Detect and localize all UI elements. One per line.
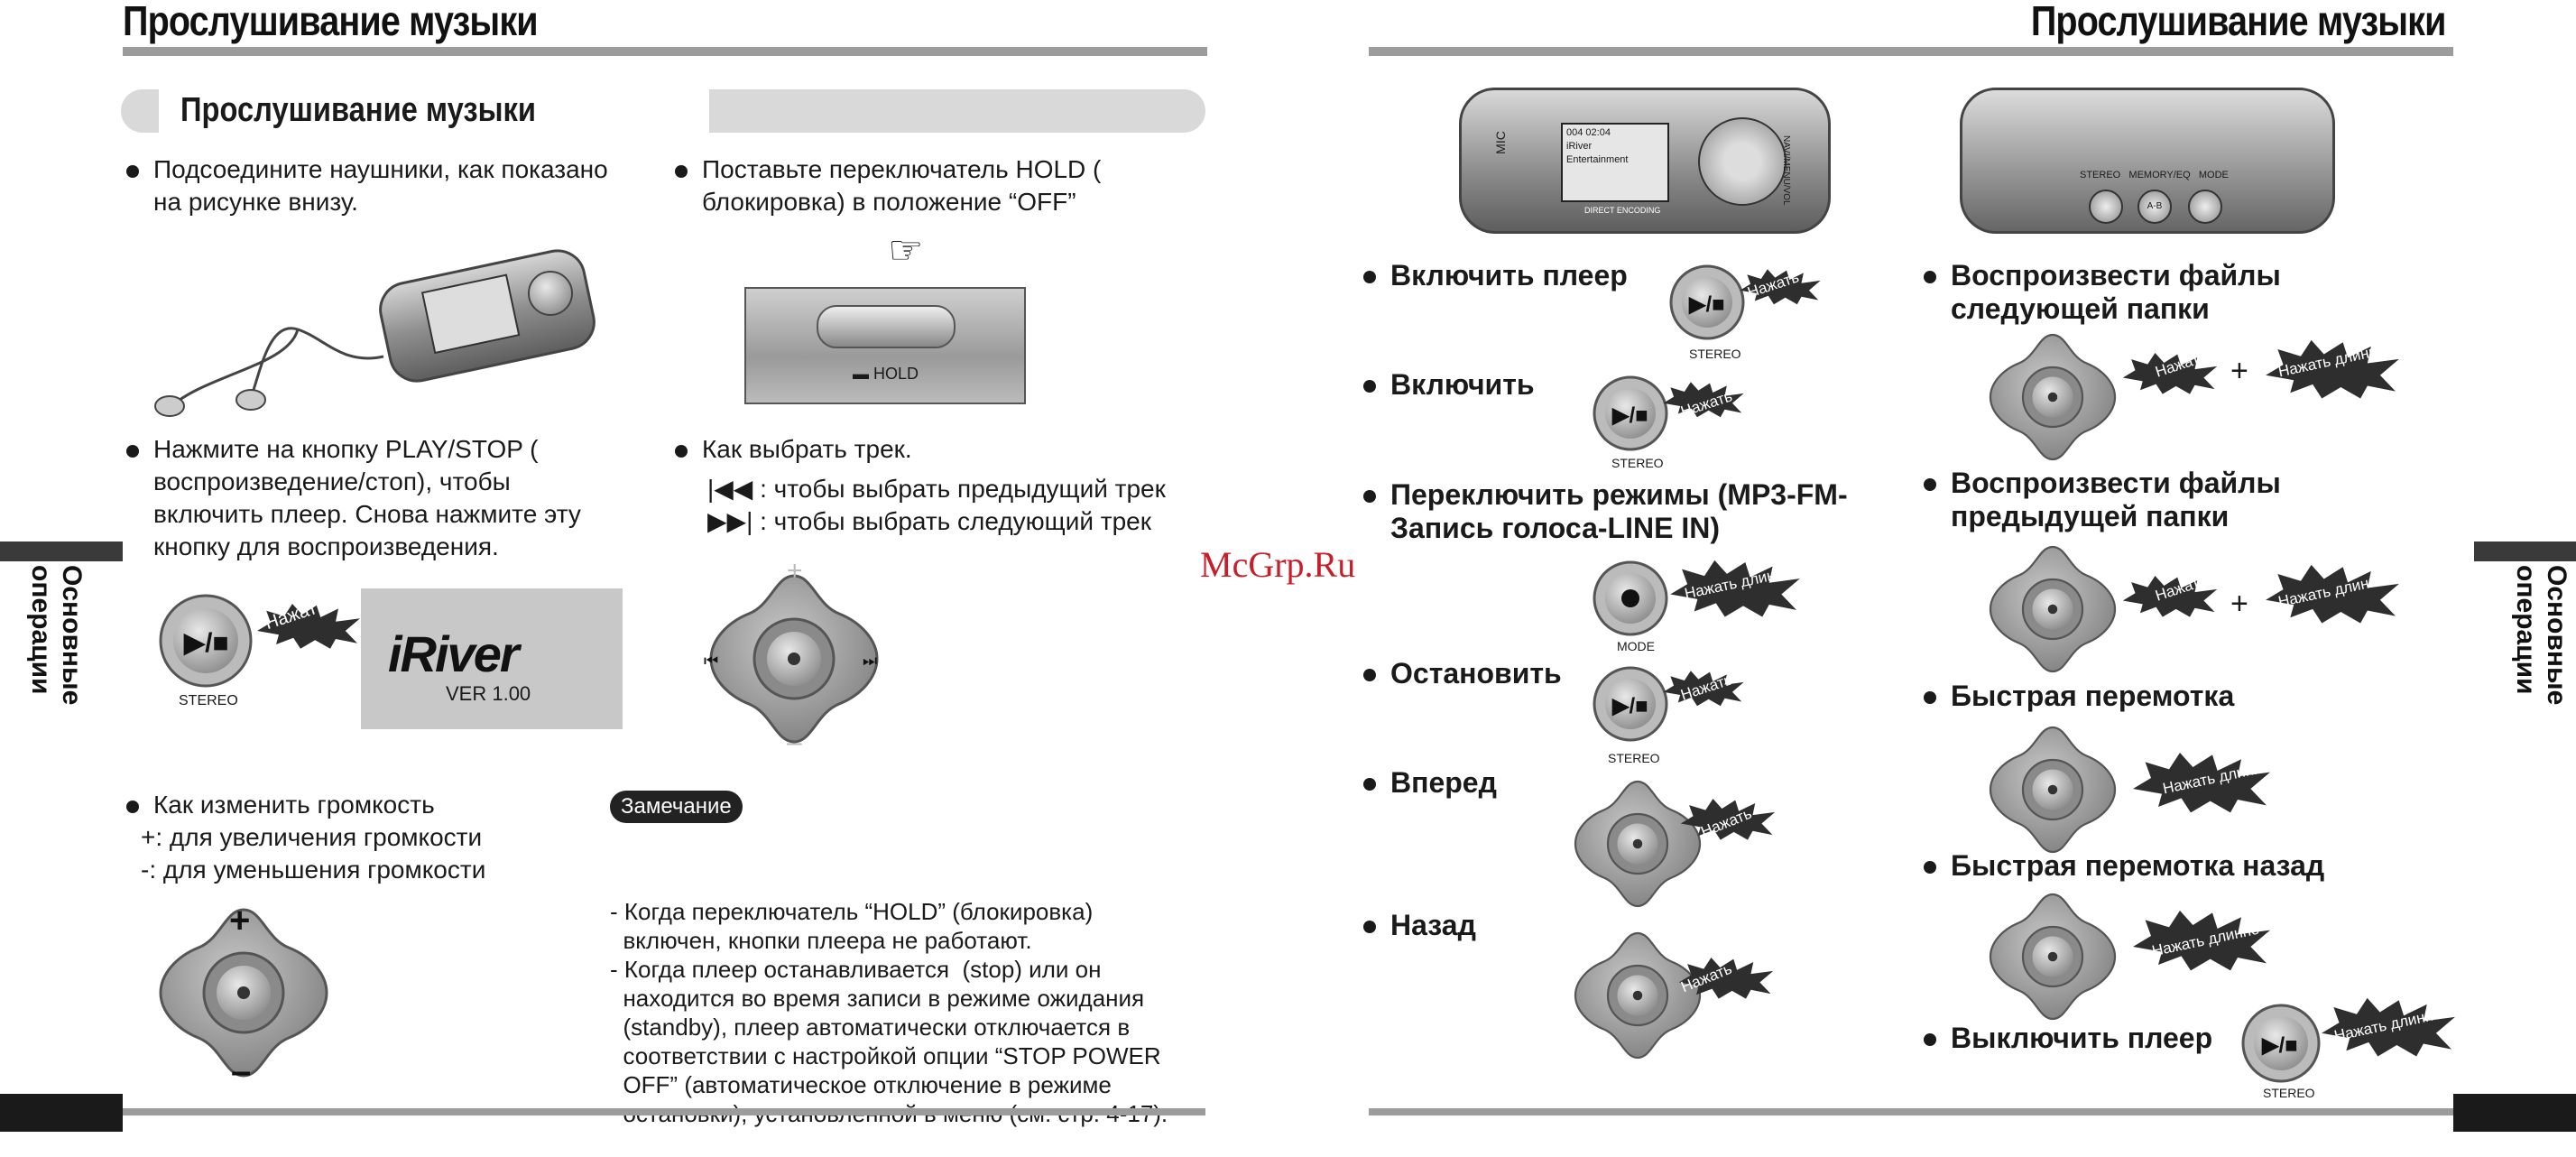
svg-text:▶/■: ▶/■	[1611, 403, 1648, 428]
hold-switch-panel: ▬ HOLD	[744, 287, 1026, 404]
step-volume: Как изменить громкость	[126, 789, 435, 821]
right-side-tab-bar	[2474, 541, 2576, 561]
section-title: Прослушивание музыки	[180, 91, 537, 129]
action-fast-forward: Быстрая перемотка	[1923, 680, 2235, 712]
svg-text:–: –	[787, 727, 802, 757]
volume-up: +: для увеличения громкости	[141, 823, 483, 851]
nav-wheel[interactable]	[1698, 117, 1787, 206]
iriver-logo: iRiver	[388, 625, 520, 682]
plus-sign: +	[2230, 587, 2248, 621]
nav-label: NAVI/MENU/VOL	[1781, 135, 1791, 206]
action-forward: Вперед	[1363, 766, 1497, 799]
forward-pad-illustration	[1574, 780, 1776, 908]
note-text: - Когда переключатель “HOLD” (блокировка…	[610, 898, 1168, 1127]
headphones-illustration	[154, 249, 596, 417]
stereo-button[interactable]	[2089, 190, 2123, 224]
right-footer-rule	[1369, 1108, 2453, 1115]
plus-sign: +	[2230, 354, 2248, 388]
track-pad-illustration: + – ⏮ ⏭	[704, 560, 879, 757]
next-track-icon: ▶▶|	[707, 507, 753, 535]
bottom-labels: STEREO MEMORY/EQ MODE	[2080, 170, 2229, 180]
stereo-label: STEREO	[1689, 347, 1741, 361]
right-side-tab: Основные операции	[2511, 565, 2571, 706]
action-power-on: Включить плеер	[1363, 259, 1628, 292]
back-pad-illustration	[1574, 931, 1774, 1060]
note-badge: Замечание	[610, 791, 743, 823]
hold-switch-slider[interactable]	[817, 305, 956, 348]
svg-text:+: +	[787, 560, 803, 586]
left-side-tab-bar	[0, 541, 123, 561]
track-next: ▶▶| : чтобы выбрать следующий трек	[707, 507, 1152, 535]
ab-button[interactable]: A-B	[2137, 190, 2172, 224]
mode-button-illustration	[1593, 560, 1800, 636]
svg-text:+: +	[229, 901, 250, 940]
stereo-label: STEREO	[2263, 1086, 2315, 1100]
svg-text:⏮: ⏮	[704, 652, 718, 670]
left-footer-rule	[123, 1108, 1205, 1115]
left-side-tab: Основные операции	[26, 565, 87, 706]
prev-track-icon: |◀◀	[707, 475, 753, 503]
action-power-off: Выключить плеер	[1923, 1022, 2213, 1054]
action-rewind: Быстрая перемотка назад	[1923, 849, 2325, 882]
watermark: McGrp.Ru	[1200, 544, 1356, 585]
svg-text:▶/■: ▶/■	[183, 628, 229, 658]
version-text: VER 1.00	[446, 682, 531, 705]
encoding-label: DIRECT ENCODING	[1584, 206, 1661, 215]
mode-label: MODE	[1617, 639, 1655, 653]
play-button-illustration: ▶/■	[1669, 264, 1821, 340]
stereo-label: STEREO	[1608, 751, 1660, 765]
track-prev: |◀◀ : чтобы выбрать предыдущий трек	[707, 475, 1166, 503]
play-stop-illustration: ▶/■	[159, 594, 360, 688]
power-off-illustration: ▶/■	[2241, 997, 2455, 1083]
right-header-rule	[1369, 47, 2453, 56]
play-button-illustration: ▶/■	[1593, 666, 1744, 742]
left-page-title: Прослушивание музыки	[123, 0, 539, 44]
step-hold: Поставьте переключатель HOLD (блокировка…	[674, 153, 1101, 218]
right-page-footer-block	[2453, 1094, 2576, 1132]
step-play: Нажмите на кнопку PLAY/STOP (воспроизвед…	[126, 433, 581, 563]
action-stop: Остановить	[1363, 657, 1562, 690]
right-page-title: Прослушивание музыки	[2031, 0, 2447, 44]
step-track: Как выбрать трек.	[675, 433, 912, 466]
mic-label: MIC	[1492, 131, 1508, 154]
hold-label: ▬ HOLD	[853, 365, 919, 383]
volume-down: -: для уменьшения громкости	[141, 856, 486, 884]
stereo-label: STEREO	[179, 693, 238, 708]
svg-text:▶/■: ▶/■	[1688, 292, 1725, 317]
svg-text:–: –	[231, 1051, 251, 1088]
stereo-label: STEREO	[1611, 456, 1664, 470]
svg-text:▶/■: ▶/■	[1611, 694, 1648, 718]
pointing-hand-icon: ☞	[888, 228, 924, 273]
play-button-illustration: ▶/■	[1593, 375, 1744, 451]
action-back: Назад	[1363, 909, 1476, 941]
mode-button[interactable]	[2188, 190, 2222, 224]
svg-text:▶/■: ▶/■	[2261, 1033, 2298, 1058]
svg-text:⏭: ⏭	[863, 652, 877, 670]
section-banner: Прослушивание музыки	[121, 89, 1205, 133]
left-header-rule	[123, 47, 1207, 56]
action-enable: Включить	[1363, 368, 1535, 401]
lcd-splash: iRiver VER 1.00	[361, 588, 623, 729]
player-bottom-view: STEREO MEMORY/EQ MODE A-B	[1960, 88, 2335, 234]
prev-folder-illustration	[1989, 545, 2399, 673]
left-page-footer-block	[0, 1094, 123, 1132]
action-switch-mode: Переключить режимы (MP3-FM-Запись голоса…	[1363, 478, 1848, 544]
volume-pad-illustration: + –	[159, 901, 328, 1088]
